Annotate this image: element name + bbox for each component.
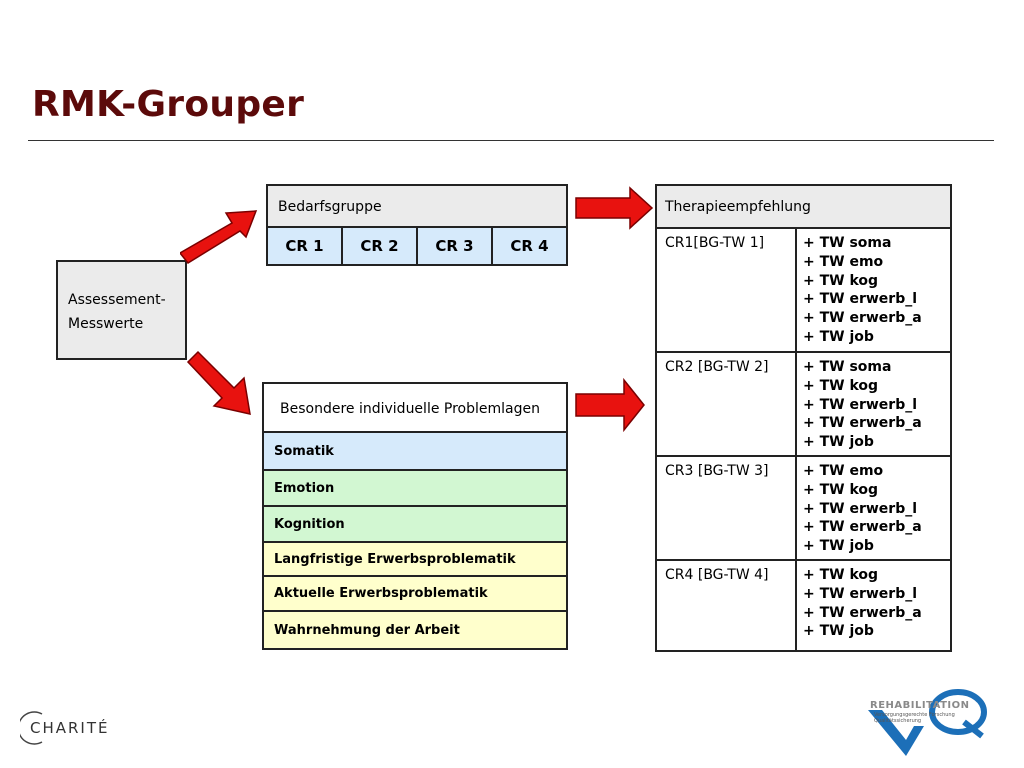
page-title: RMK-Grouper — [32, 84, 305, 125]
problem-label: Emotion — [274, 480, 335, 496]
therapy-item: + TW erwerb_l — [803, 500, 918, 517]
rehabilitation-logo-mark — [868, 689, 987, 756]
therapy-item: + TW soma — [803, 359, 892, 375]
cr-cell: CR 2 — [343, 228, 418, 264]
therapy-items: + TW soma + TW kog + TW erwerb_l + TW er… — [797, 353, 950, 455]
therapy-row: CR4 [BG-TW 4] + TW kog + TW erwerb_l + T… — [657, 561, 950, 650]
therapy-item: + TW erwerb_l — [803, 585, 918, 602]
problem-label: Wahrnehmung der Arbeit — [274, 622, 460, 638]
bedarfsgruppe-box: Bedarfsgruppe CR 1 CR 2 CR 3 CR 4 — [266, 184, 568, 266]
cr-cell: CR 3 — [418, 228, 493, 264]
therapy-item: + TW kog — [803, 377, 879, 394]
rehabilitation-logo: REHABILITATION Versorgungsgerechte Forsc… — [866, 686, 990, 758]
problem-label: Aktuelle Erwerbsproblematik — [274, 586, 488, 601]
therapy-items: + TW emo + TW kog + TW erwerb_l + TW erw… — [797, 457, 950, 559]
therapy-item: + TW erwerb_l — [803, 291, 918, 308]
therapieempfehlung-header: Therapieempfehlung — [657, 186, 950, 229]
therapy-item: + TW emo — [803, 253, 884, 270]
arrow-down-right-icon — [186, 350, 251, 415]
therapy-row: CR1[BG-TW 1] + TW soma + TW emo + TW kog… — [657, 229, 950, 353]
therapy-item: + TW kog — [803, 272, 879, 289]
therapy-item: + TW erwerb_a — [803, 519, 922, 536]
charite-logo-text: CHARITÉ — [30, 719, 110, 737]
therapy-group: CR3 [BG-TW 3] — [657, 457, 797, 559]
assessment-box: Assessement-Messwerte — [56, 260, 187, 360]
therapy-group: CR2 [BG-TW 2] — [657, 353, 797, 455]
therapy-item: + TW job — [803, 538, 874, 555]
problem-row: Aktuelle Erwerbsproblematik — [264, 577, 566, 612]
therapieempfehlung-box: Therapieempfehlung CR1[BG-TW 1] + TW som… — [655, 184, 952, 652]
assessment-label: Assessement-Messwerte — [68, 292, 166, 332]
problem-label: Kognition — [274, 516, 345, 532]
therapy-item: + TW erwerb_a — [803, 604, 922, 621]
therapy-item: + TW erwerb_a — [803, 310, 922, 327]
cr-row: CR 1 CR 2 CR 3 CR 4 — [268, 228, 566, 264]
therapy-group: CR1[BG-TW 1] — [657, 229, 797, 351]
therapy-items: + TW soma + TW emo + TW kog + TW erwerb_… — [797, 229, 950, 351]
therapy-item: + TW job — [803, 623, 874, 640]
therapy-row: CR3 [BG-TW 3] + TW emo + TW kog + TW erw… — [657, 457, 950, 561]
therapy-group: CR4 [BG-TW 4] — [657, 561, 797, 650]
therapy-item: + TW kog — [803, 567, 879, 583]
therapy-item: + TW emo — [803, 463, 884, 479]
therapy-item: + TW erwerb_l — [803, 396, 918, 413]
cr-cell: CR 4 — [493, 228, 566, 264]
bedarfsgruppe-header: Bedarfsgruppe — [268, 186, 566, 228]
problemlagen-header: Besondere individuelle Problemlagen — [264, 384, 566, 433]
problem-row: Emotion — [264, 471, 566, 507]
problem-label: Somatik — [274, 443, 334, 459]
title-divider — [28, 140, 994, 141]
arrow-right-icon — [575, 378, 645, 432]
arrow-up-right-icon — [180, 210, 258, 264]
therapy-row: CR2 [BG-TW 2] + TW soma + TW kog + TW er… — [657, 353, 950, 457]
therapy-item: + TW kog — [803, 481, 879, 498]
problem-row: Langfristige Erwerbsproblematik — [264, 543, 566, 577]
therapy-items: + TW kog + TW erwerb_l + TW erwerb_a + T… — [797, 561, 950, 650]
rehabilitation-logo-subtitle: Qualitätssicherung — [874, 718, 922, 724]
therapy-item: + TW soma — [803, 235, 892, 251]
therapy-item: + TW job — [803, 434, 874, 451]
cr-cell: CR 1 — [268, 228, 343, 264]
problem-row: Wahrnehmung der Arbeit — [264, 612, 566, 648]
problem-row: Somatik — [264, 433, 566, 471]
arrow-right-icon — [575, 186, 654, 230]
therapy-item: + TW job — [803, 328, 874, 345]
problem-label: Langfristige Erwerbsproblematik — [274, 551, 516, 567]
problemlagen-box: Besondere individuelle Problemlagen Soma… — [262, 382, 568, 650]
rehabilitation-logo-subtitle: Versorgungsgerechte Forschung — [874, 712, 955, 718]
charite-logo: CHARITÉ — [17, 710, 120, 746]
therapy-item: + TW erwerb_a — [803, 415, 922, 432]
rehabilitation-logo-text: REHABILITATION — [870, 700, 970, 711]
problem-row: Kognition — [264, 507, 566, 543]
